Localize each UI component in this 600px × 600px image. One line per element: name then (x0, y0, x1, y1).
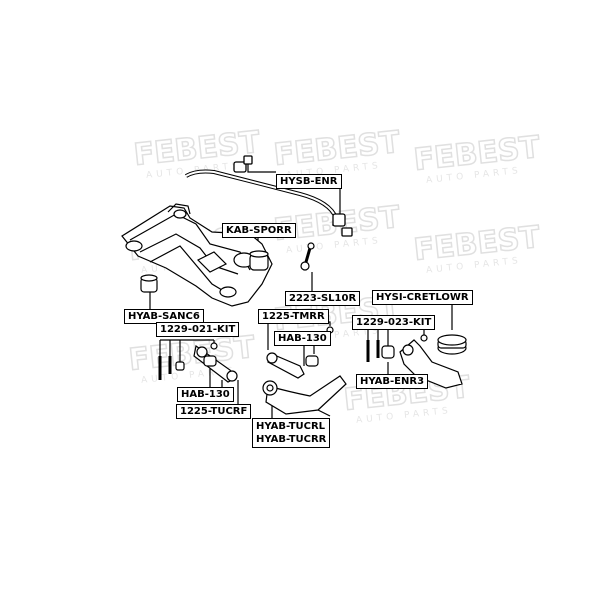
label-hyab-enr3: HYAB-ENR3 (356, 374, 429, 389)
label-hyab-tucrl-tucrr: HYAB-TUCRL HYAB-TUCRR (252, 418, 331, 448)
label-hab-130-left: HAB-130 (177, 387, 234, 402)
stabilizer-bar (184, 155, 353, 237)
trailing-arm (265, 375, 347, 415)
label-2223-sl10r: 2223-SL10R (285, 291, 361, 306)
rear-subframe (121, 203, 273, 307)
label-1225-tmrr: 1225-TMRR (258, 309, 329, 324)
watermark-logo: FEBEST AUTO PARTS (411, 219, 542, 276)
stabilizer-bushing (233, 161, 247, 173)
small-parts (140, 242, 467, 417)
watermark-logo: FEBEST AUTO PARTS (126, 329, 257, 386)
label-1229-021-kit: 1229-021-KIT (156, 322, 240, 337)
stabilizer-bushing (332, 213, 346, 227)
label-hab-130-center: HAB-130 (274, 331, 331, 346)
label-hyab-tucrl: HYAB-TUCRL (256, 421, 326, 432)
label-kab-sporr: KAB-SPORR (222, 223, 296, 238)
label-hysi-cretlowr: HYSI-CRETLOWR (372, 290, 473, 305)
lower-control-arm-right (399, 339, 463, 389)
label-1229-023-kit: 1229-023-KIT (352, 315, 436, 330)
label-hysb-enr: HYSB-ENR (276, 174, 342, 189)
label-hyab-tucrr: HYAB-TUCRR (256, 434, 327, 445)
stabilizer-link (300, 261, 310, 271)
label-hyab-sanc6: HYAB-SANC6 (124, 309, 204, 324)
label-1225-tucrf: 1225-TUCRF (176, 404, 252, 419)
watermark-logo: FEBEST AUTO PARTS (411, 129, 542, 186)
